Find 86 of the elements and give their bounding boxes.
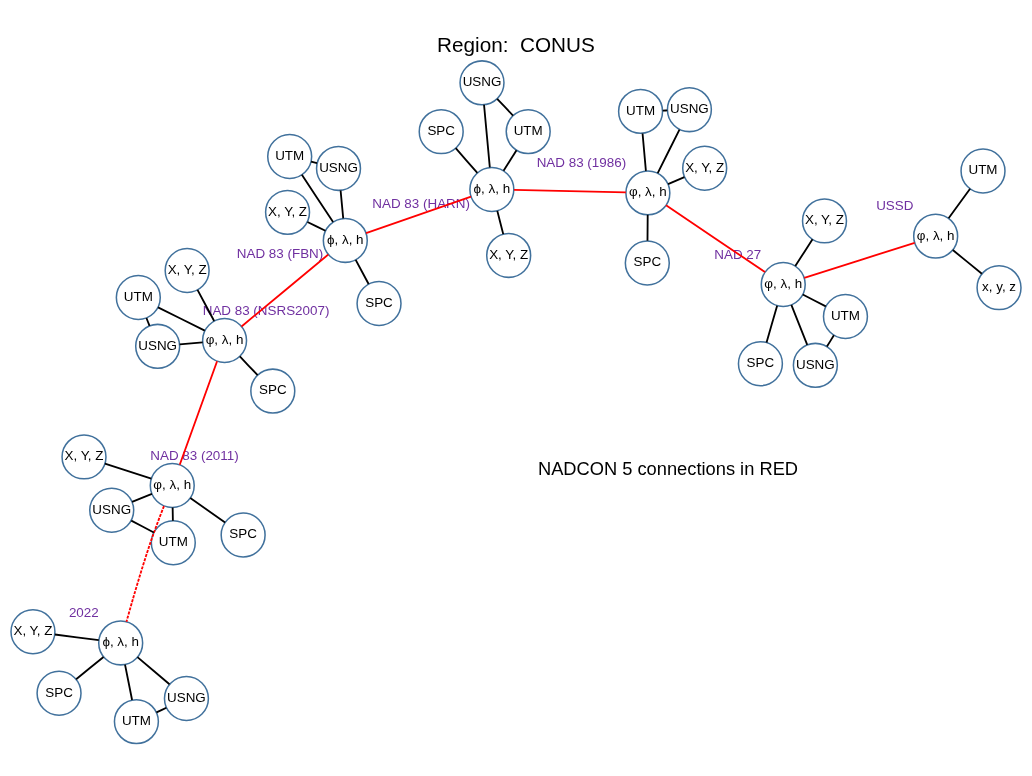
node-circle: X, Y, Z [61, 433, 107, 480]
node-circle: ϕ, λ, h [97, 619, 144, 666]
node-circle: UTM [150, 519, 196, 565]
label: NADCON 5 connections in RED [537, 457, 799, 479]
connector [310, 160, 318, 164]
node-circle: UTM [113, 698, 160, 744]
node-circle: UTM [505, 108, 551, 154]
connector [790, 303, 809, 346]
node-circle: X, Y, Z [164, 247, 210, 293]
connector [53, 633, 100, 641]
node-label: NAD 83 (FBN) [236, 245, 324, 261]
node-circle: USNG [459, 59, 505, 106]
node-circle: SPC [220, 511, 266, 558]
connector [803, 241, 916, 279]
node-circle: X, Y, Z [485, 232, 532, 278]
connector [196, 288, 216, 322]
connector [656, 128, 681, 174]
connector [765, 304, 779, 343]
node-circle: UTM [822, 293, 869, 339]
node-circle: φ, λ, h [149, 462, 195, 508]
connector [75, 655, 105, 680]
node-circle: SPC [418, 108, 464, 154]
connector [826, 333, 835, 347]
node-circle: ϕ, λ, h [469, 166, 515, 212]
connector [667, 175, 686, 185]
connector [496, 97, 514, 116]
connector [801, 293, 827, 307]
connector [483, 103, 491, 168]
node-circle: ϕ, λ, h [322, 217, 368, 263]
node-circle: USNG [134, 323, 181, 369]
node-label: USSD [876, 197, 914, 213]
node-circle: φ, λ, h [201, 317, 248, 363]
node-circle: x, y, z [976, 264, 1022, 310]
node-circle: UTM [617, 88, 664, 134]
connector [513, 188, 627, 193]
node-circle: UTM [960, 147, 1006, 194]
node-circle: USNG [89, 487, 135, 533]
connector [454, 146, 479, 174]
node-circle: SPC [356, 280, 402, 326]
node-circle: X, Y, Z [264, 189, 311, 235]
node-circle: UTM [115, 274, 161, 320]
node-circle: φ, λ, h [912, 212, 959, 259]
connector [145, 316, 151, 327]
connector [496, 209, 505, 235]
connector [104, 462, 153, 480]
connector [306, 220, 327, 232]
connector [178, 340, 204, 345]
diagram-title: Region: CONUS [437, 32, 595, 56]
connector [238, 355, 259, 376]
connector [339, 189, 345, 219]
node-circle: X, Y, Z [801, 197, 848, 244]
connector [189, 496, 226, 523]
node-circle: SPC [250, 367, 296, 414]
node-circle: φ, λ, h [625, 169, 671, 216]
node-label: 2022 [68, 604, 99, 620]
node-circle: SPC [36, 670, 82, 716]
connector [947, 187, 971, 219]
connector [300, 173, 334, 223]
node-label: NAD 83 (1986) [536, 154, 627, 170]
node-circle: X, Y, Z [10, 608, 56, 654]
connector [178, 359, 218, 466]
connector [155, 706, 168, 713]
connector [136, 655, 171, 685]
connector [794, 237, 814, 267]
node-circle: USNG [666, 86, 713, 132]
node-circle: UTM [267, 133, 313, 179]
connector [646, 213, 649, 242]
node-circle: X, Y, Z [681, 145, 728, 191]
connector [354, 258, 370, 285]
connector [157, 305, 206, 332]
node-circle: SPC [737, 340, 784, 386]
node-circle: USNG [315, 145, 362, 191]
connector [665, 203, 766, 273]
connector [951, 248, 983, 275]
connector [131, 492, 153, 503]
node-circle: USNG [163, 675, 210, 721]
connector [124, 663, 133, 701]
node-circle: φ, λ, h [760, 261, 806, 307]
node-circle: SPC [624, 239, 670, 286]
connector [130, 519, 155, 533]
connector [171, 506, 174, 522]
connector [125, 504, 165, 623]
node-circle: USNG [792, 342, 839, 388]
connector [502, 148, 518, 172]
connector [641, 132, 647, 172]
node-label: NAD 27 [714, 246, 762, 262]
